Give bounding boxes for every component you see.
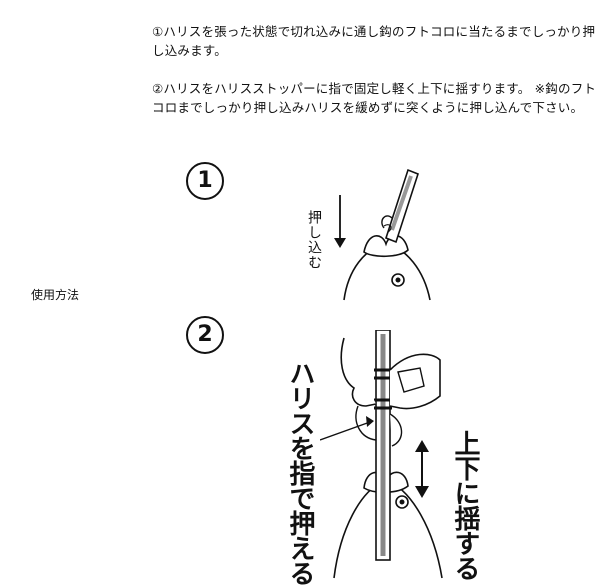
press-in-caption: 押し込む bbox=[306, 210, 322, 270]
instruction-step-1: ①ハリスを張った状態で切れ込みに通し鈎のフトコロに当たるまでしっかり押し込みます… bbox=[152, 24, 596, 58]
step-2-number-badge: 2 bbox=[186, 316, 224, 354]
hold-with-finger-caption: ハリスを指で押える bbox=[285, 360, 315, 585]
pointer-arrow-icon bbox=[320, 416, 374, 441]
figure-2-illustration bbox=[320, 330, 443, 579]
tube-icon bbox=[381, 168, 419, 244]
instruction-step-2: ②ハリスをハリスストッパーに指で固定し軽く上下に揺すります。 ※鈎のフトコロまで… bbox=[152, 81, 597, 115]
step-1-number-badge: 1 bbox=[186, 162, 224, 200]
usage-label: 使用方法 bbox=[31, 288, 80, 302]
figure-1-illustration bbox=[334, 168, 431, 301]
hand-icon bbox=[340, 337, 441, 447]
down-arrow-icon bbox=[334, 195, 346, 248]
shake-up-down-caption: 上下に揺する bbox=[450, 430, 480, 580]
float-icon bbox=[343, 234, 431, 301]
tube-icon bbox=[374, 330, 392, 561]
up-down-arrow-icon bbox=[415, 440, 429, 498]
